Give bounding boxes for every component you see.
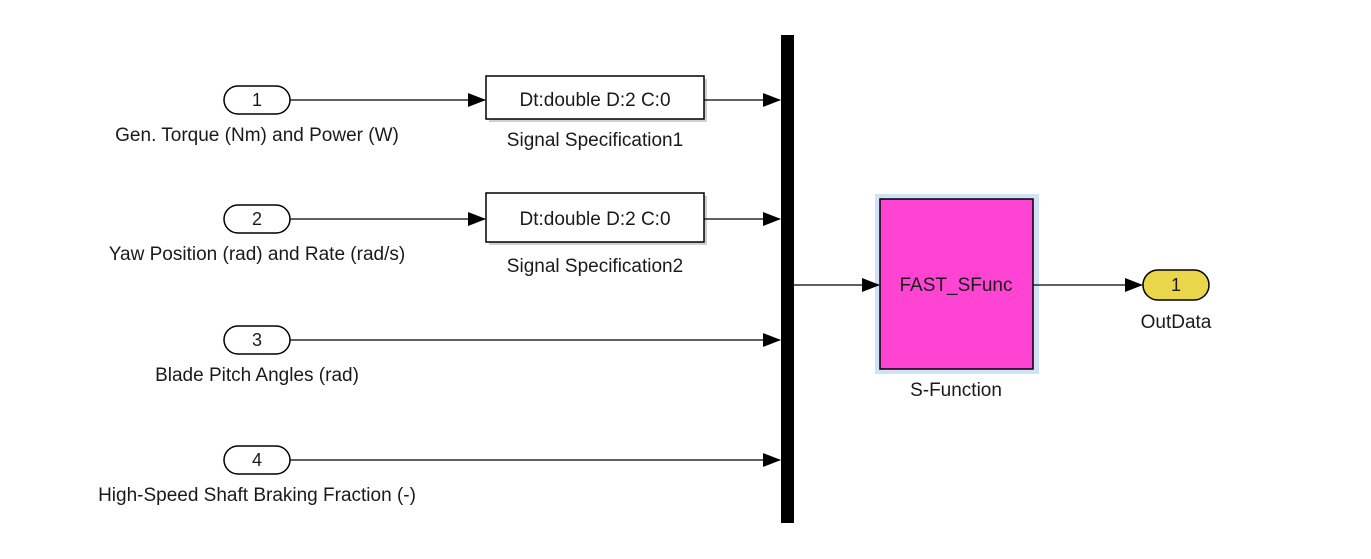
inport-3-number: 3 [252,330,262,350]
signal-spec-2-text: Dt:double D:2 C:0 [519,209,670,230]
inport-1-label: Gen. Torque (Nm) and Power (W) [115,125,399,146]
inport-2-label: Yaw Position (rad) and Rate (rad/s) [109,244,405,265]
signal-spec-2-label: Signal Specification2 [507,256,683,277]
sfunction-text: FAST_SFunc [900,275,1013,296]
signal-spec-1-label: Signal Specification1 [507,130,683,151]
signal-spec-1-text: Dt:double D:2 C:0 [519,90,670,111]
inport-1-number: 1 [252,90,262,110]
inport-4-label: High-Speed Shaft Braking Fraction (-) [98,485,416,506]
outport-1-block[interactable] [1142,269,1210,301]
outport-1-label: OutData [1141,312,1212,333]
inport-4-number: 4 [252,450,262,470]
inport-3-label: Blade Pitch Angles (rad) [155,365,359,386]
inport-2-number: 2 [252,209,262,229]
signal-spec-2-block[interactable] [485,192,705,243]
sfunction-block[interactable] [879,198,1034,370]
mux-block[interactable] [781,35,794,523]
outport-1-number: 1 [1171,275,1181,295]
sfunction-label: S-Function [910,380,1002,401]
signal-spec-1-block[interactable] [485,75,705,120]
